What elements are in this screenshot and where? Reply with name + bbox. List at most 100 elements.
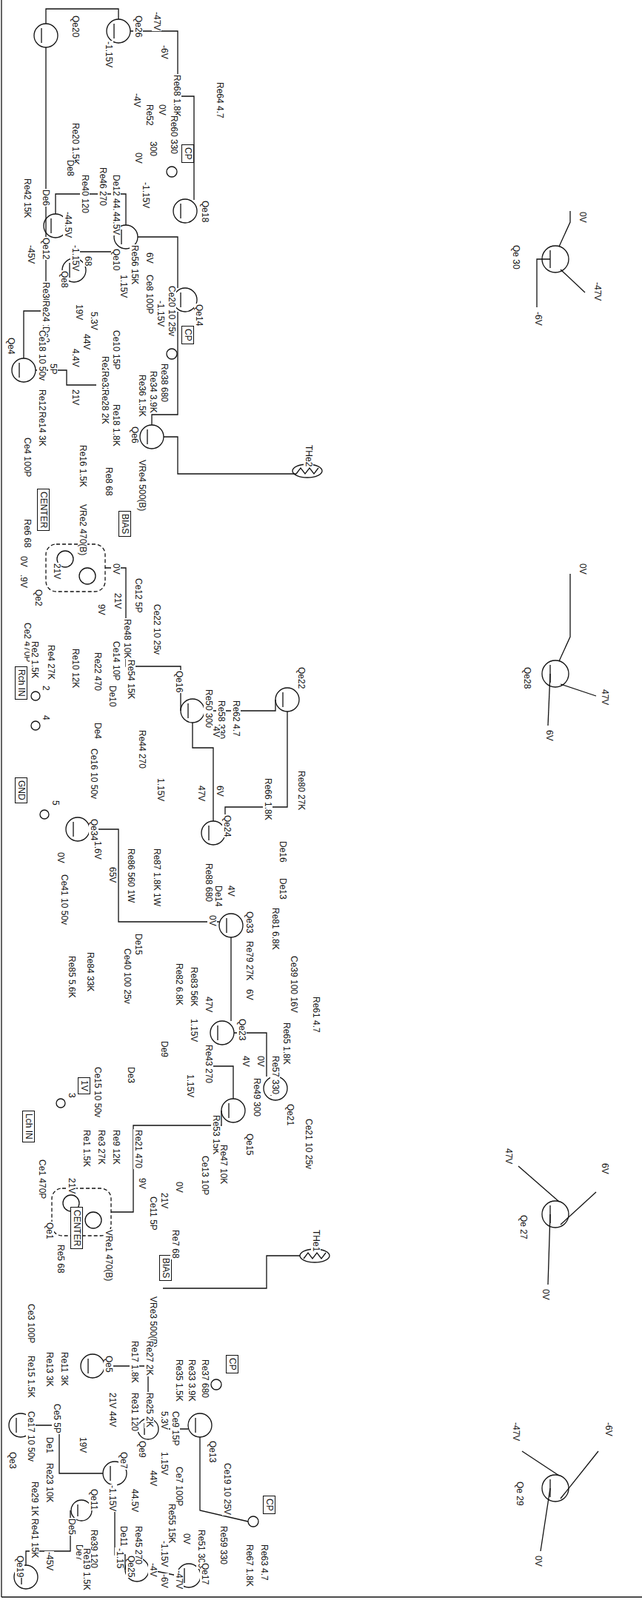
component-label: Re35 1.5K [174,1358,184,1403]
component-label: 21V [51,562,62,580]
component-label: Re17 1.8K [129,1340,140,1384]
component-label: 5.3V [88,311,99,331]
component-label: Re3 27K [96,1129,106,1166]
component-label: Re11 3K [59,1351,69,1387]
component-label: THe1 [311,1229,321,1253]
component-label: Re46 270 [97,166,108,207]
component-label: Re31 120 [129,1392,140,1433]
component-label: 4 [40,714,51,722]
component-label: -1.15V [159,1540,169,1568]
component-label: Qe12 [40,236,51,260]
terminal-text: CENTER [71,1209,83,1247]
terminal-box: CP [225,1355,239,1374]
component-label: Re38 680 [159,362,169,403]
component-label: Qe22 [296,666,306,690]
terminal-text: Lch IN [23,1113,35,1140]
component-label: Re29 1K [29,1480,40,1518]
component-label: Ce41 10 50v [59,873,69,926]
component-label: Re41 15K [29,1517,40,1559]
component-label: -1.15 [114,1547,125,1570]
component-label: 2 [40,684,51,692]
component-label: Qe1 [44,1221,55,1241]
component-label: VRe4 500(B) [136,459,147,512]
component-label: -47V [510,1421,521,1442]
terminal-text: CP [182,328,194,342]
component-label: Qe10 [111,248,121,272]
component-label: Qe 29 [514,1480,525,1507]
terminal-text: 1V [79,1080,90,1092]
component-label: Ce1 470P [37,1158,47,1200]
terminal-text: CP [264,1498,275,1512]
terminal-box: CP [181,144,195,163]
fet-symbols [57,550,102,1229]
component-label: Re33 3.9K [186,1358,197,1403]
component-label: De8 [65,159,75,177]
component-label: -47V [151,11,162,32]
component-label: 4V [225,884,236,898]
component-label: Qe6 [129,425,140,445]
component-label: 47V [503,1147,514,1165]
component-label: De4 [92,721,103,740]
component-label: Qe33 [244,910,254,934]
component-label: 0V [540,1288,551,1302]
component-label: Qe7 [118,1451,129,1470]
component-label: Ce11 5P [148,1195,158,1232]
component-label: Qe 27 [518,1214,528,1241]
terminal-text: CENTER [38,491,49,528]
component-label: Re62 4.7 [231,699,241,738]
component-label: De9 [159,1040,169,1059]
component-label: Re22 470 [92,651,103,692]
component-label: Qe21 [285,1103,295,1127]
terminal-text: CP [182,147,194,160]
terminal-text: GND [16,780,27,801]
component-label: Ce40 100 25v [122,947,132,1005]
component-label: Ce10 15P [111,329,121,371]
component-label: Re44 270 [136,729,147,770]
component-label: 0V [533,1555,543,1568]
component-label: Qe26 [133,14,143,38]
component-label: 0V [181,1532,192,1546]
component-label: Qe24 [222,814,232,838]
component-label: 44V [107,1410,117,1428]
component-label: VRe2 470(B) [77,503,88,557]
component-label: Qe34 [88,818,99,842]
component-label: 0V [207,914,217,928]
component-label: 0V [156,103,167,117]
component-label: 4V [211,725,221,739]
component-label: -6V [603,1421,614,1438]
component-label: 19V [77,1436,88,1454]
component-label: 0V [55,851,66,865]
component-label: 1.15V [155,777,166,802]
component-label: 4V [240,1055,251,1068]
component-label: 44.5V [129,1488,140,1513]
component-label: -6V [533,311,543,327]
component-label: 0V [18,555,29,568]
component-label: 44V [81,333,92,351]
component-label: Re21 470 [133,1129,143,1170]
component-label: De10 [107,684,117,708]
component-label: Re63 4.7 [259,1543,269,1582]
component-label: Re88 680 [203,862,214,903]
component-label: 1.15V [188,1018,199,1043]
component-label: Re36 1.5K [136,373,147,418]
component-label: 44V [148,1469,158,1487]
component-label: Ce13 10P [199,1155,210,1196]
component-label: Qe20 [70,14,80,38]
terminal-box: CP [181,325,195,345]
component-label: Re82 6.8K [174,962,184,1007]
component-label: Ce4 100P [22,436,32,478]
component-label: -1.15V [103,40,114,69]
component-label: Ce7 100P [174,1466,184,1507]
terminal-circles [31,166,259,1527]
component-label: Re49 300 [251,1077,262,1118]
terminal-text: BIAS [160,1258,172,1279]
component-label: 21V [112,592,123,610]
terminal-text: CP [227,1358,238,1371]
transistor-symbols [8,19,569,1590]
component-label: -1.15V [155,299,166,328]
thermistor-symbols [292,464,330,1263]
component-label: Qe17 [199,1562,210,1586]
